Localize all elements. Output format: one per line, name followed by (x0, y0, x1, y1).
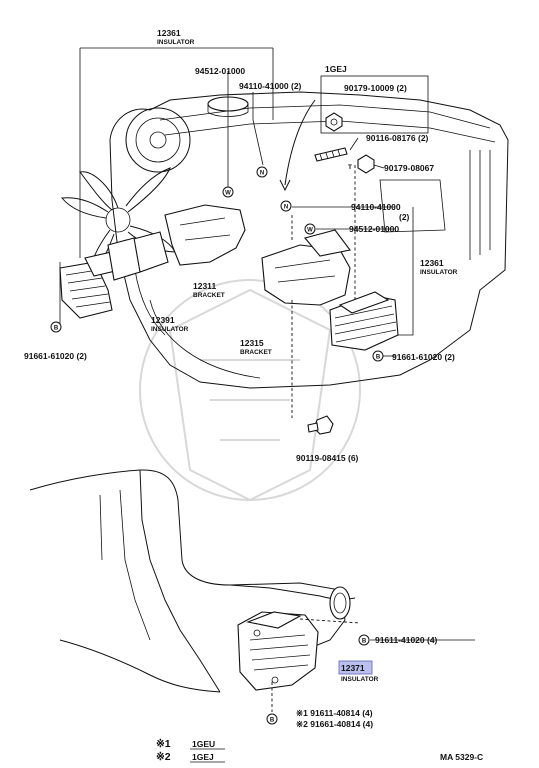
bolt-mark-b-right (372, 350, 384, 362)
label-12391-name: INSULATOR (151, 326, 189, 333)
labels-upper: 12361 INSULATOR 94512-01000 94110-41000 … (24, 28, 458, 463)
nut-mark-n-right (280, 200, 292, 212)
watermark-emblem (139, 279, 361, 502)
left-mount-assembly (59, 204, 246, 319)
label-12371-number: 12371 (341, 663, 365, 673)
marks-lower: B B (266, 634, 370, 725)
label-91661-left: 91661-61020 (2) (24, 351, 87, 361)
label-12315-name: BRACKET (240, 349, 272, 356)
rear-mount-insulator (237, 611, 319, 691)
marks-upper: N W N W B B T (50, 164, 384, 362)
legend-key-2: ※2 (156, 751, 171, 763)
washer-mark-w-right (304, 223, 316, 235)
label-94110-right: 94110-41000 (351, 202, 401, 212)
leader-lines-lower (271, 618, 475, 712)
label-91661-right: 91661-61020 (2) (392, 352, 455, 362)
label-12311-name: BRACKET (193, 292, 225, 299)
label-94512-top: 94512-01000 (195, 66, 245, 76)
nut-mark-n-text: N (260, 171, 264, 177)
bolt-mark-b-left (50, 321, 62, 333)
washer-mark-w (222, 186, 234, 198)
bolt-mark-b-right-text: B (376, 355, 381, 361)
label-94110-top: 94110-41000 (2) (239, 81, 302, 91)
label-94110-right-qty: (2) (399, 212, 410, 222)
nut-mark-n-right-text: N (284, 205, 288, 211)
bolt-mark-b-bottom (266, 713, 278, 725)
engine-legend: ※1 1GEU ※2 1GEJ (156, 738, 225, 763)
mark-t: T (348, 164, 352, 171)
washer-mark-w-right-text: W (307, 228, 313, 234)
reference-code: MA 5329-C (440, 752, 483, 762)
label-12315-number: 12315 (240, 338, 264, 348)
labels-lower: 91611-41020 (4) 12371 INSULATOR ※1 91611… (296, 635, 438, 729)
bolt-mark-b-bottom-text: B (270, 718, 275, 724)
fasteners-upper (307, 112, 375, 435)
label-1gej: 1GEJ (325, 64, 347, 74)
legend-key-1: ※1 (156, 738, 171, 750)
label-12371-name: INSULATOR (341, 676, 379, 683)
legend-value-2: 1GEJ (192, 752, 214, 762)
right-mount-assembly (261, 229, 399, 351)
nut-mark-n (256, 166, 268, 178)
label-12361-top-number: 12361 (157, 28, 181, 38)
label-90179-10009: 90179-10009 (2) (344, 83, 407, 93)
label-12391-number: 12391 (151, 315, 175, 325)
label-12361-top-name: INSULATOR (157, 39, 195, 46)
legend-value-1: 1GEU (192, 739, 215, 749)
engine-block-drawing (61, 91, 509, 389)
label-90179-08067: 90179-08067 (384, 163, 434, 173)
label-12361-right-number: 12361 (420, 258, 444, 268)
label-91611-41020: 91611-41020 (4) (375, 635, 438, 645)
transmission-drawing (29, 469, 356, 693)
label-90116: 90116-08176 (2) (366, 133, 429, 143)
label-94512-right: 94512-01000 (349, 224, 399, 234)
label-12361-right-name: INSULATOR (420, 269, 458, 276)
washer-mark-w-text: W (225, 191, 231, 197)
bolt-mark-b-lower (358, 634, 370, 646)
label-12311-number: 12311 (193, 281, 216, 291)
label-90119: 90119-08415 (6) (296, 453, 359, 463)
bolt-mark-b-lower-text: B (362, 639, 367, 645)
leader-lines (59, 47, 429, 418)
label-91661-40814: ※2 91661-40814 (4) (296, 719, 373, 729)
bolt-mark-b-left-text: B (54, 326, 59, 332)
highlight-12371 (338, 660, 373, 675)
label-91611-40814: ※1 91611-40814 (4) (296, 708, 373, 718)
